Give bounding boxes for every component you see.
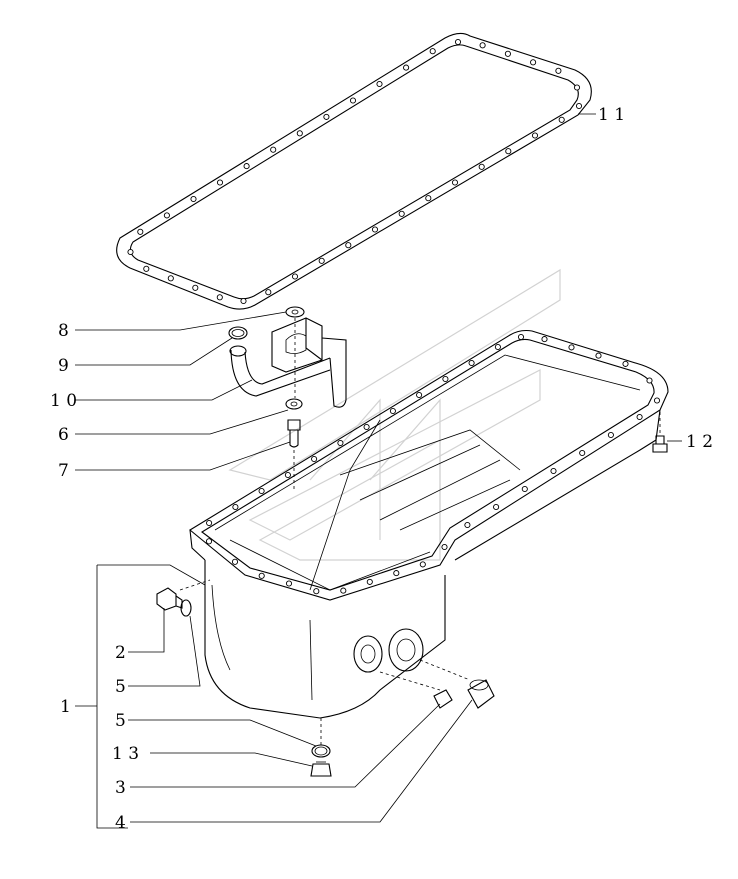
bolt-hole bbox=[478, 163, 485, 170]
bolt-hole bbox=[284, 471, 291, 479]
bolt-hole bbox=[389, 407, 396, 415]
bolt-hole bbox=[258, 572, 265, 579]
bolt-hole bbox=[393, 570, 400, 577]
bolt-hole bbox=[285, 580, 293, 587]
bolt-hole bbox=[568, 344, 575, 351]
bolt-hole bbox=[311, 455, 318, 463]
bolt-hole bbox=[531, 132, 539, 139]
bolt-hole bbox=[653, 397, 661, 404]
bolt-hole bbox=[622, 360, 629, 367]
bolt-hole bbox=[403, 64, 410, 71]
bolt-hole bbox=[323, 113, 330, 120]
bolt-hole bbox=[441, 543, 448, 551]
callout-12: 1 2 bbox=[686, 432, 713, 452]
bolt-hole bbox=[479, 42, 486, 49]
bolt-hole bbox=[340, 587, 347, 594]
bolt-hole bbox=[190, 195, 197, 203]
bolt-hole bbox=[137, 228, 144, 235]
suction-pipe bbox=[229, 317, 347, 408]
bolt-hole bbox=[425, 195, 432, 202]
bolt-hole bbox=[573, 84, 581, 91]
sump-gasket bbox=[116, 32, 592, 310]
assembly-lines bbox=[179, 318, 661, 745]
bolt-hole bbox=[442, 375, 449, 383]
bolt-hole bbox=[192, 284, 199, 291]
bolt-hole bbox=[558, 116, 565, 123]
bolt-hole bbox=[504, 50, 511, 57]
bolt-hole bbox=[205, 538, 213, 545]
bolt-hole bbox=[555, 67, 562, 74]
bolt-hole bbox=[291, 273, 299, 280]
bolt-hole bbox=[232, 503, 239, 511]
bolt-hole bbox=[366, 578, 373, 585]
bolt-hole bbox=[240, 297, 247, 305]
callout-5b: 5 bbox=[115, 711, 126, 731]
bolt-hole bbox=[493, 503, 500, 511]
bolt-hole bbox=[363, 423, 370, 431]
bolt-hole bbox=[296, 130, 303, 137]
leader-lines bbox=[75, 113, 682, 829]
watermark-logo bbox=[228, 268, 561, 561]
bolt-hole bbox=[265, 289, 272, 296]
bolt-hole bbox=[517, 333, 525, 341]
bolt-hole bbox=[416, 391, 423, 399]
bolt-hole bbox=[398, 210, 405, 217]
oil-pan bbox=[189, 329, 669, 719]
bolt-hole bbox=[521, 485, 528, 493]
bolt-hole bbox=[337, 439, 344, 447]
bolt-hole bbox=[636, 413, 643, 421]
bolt-hole bbox=[646, 377, 653, 384]
bolt-hole bbox=[318, 257, 325, 264]
callout-labels: 8 9 1 0 6 7 1 1 1 2 2 5 1 5 1 3 3 4 bbox=[50, 105, 713, 833]
bolt-hole bbox=[530, 59, 537, 66]
callout-1: 1 bbox=[60, 697, 71, 717]
bolt-hole bbox=[550, 467, 557, 475]
bolt-hole bbox=[607, 431, 614, 439]
bolt-hole bbox=[371, 226, 379, 233]
bolt-hole bbox=[127, 248, 134, 256]
bolt-hole bbox=[494, 343, 501, 351]
callout-11: 1 1 bbox=[598, 105, 625, 125]
callout-3: 3 bbox=[115, 778, 126, 798]
pan-bolt-holes bbox=[205, 333, 661, 595]
callout-2: 2 bbox=[115, 643, 126, 663]
bolt-hole bbox=[216, 294, 223, 301]
callout-9: 9 bbox=[58, 356, 69, 376]
bolt-hole bbox=[419, 561, 426, 568]
bolt-hole bbox=[349, 97, 357, 104]
bolt-hole bbox=[270, 146, 277, 153]
bolt-hole bbox=[505, 148, 512, 155]
bolt-hole bbox=[579, 449, 586, 457]
bolt-hole bbox=[243, 163, 250, 170]
bolt-hole bbox=[231, 558, 239, 565]
bolt-hole bbox=[313, 588, 320, 595]
bolt-hole bbox=[206, 519, 213, 527]
callout-8: 8 bbox=[58, 321, 69, 341]
callout-7: 7 bbox=[58, 461, 69, 481]
bolt-hole bbox=[454, 38, 462, 46]
bolt-hole bbox=[143, 265, 150, 272]
bolt-hole bbox=[163, 212, 170, 219]
bolt-hole bbox=[429, 48, 436, 55]
callout-6: 6 bbox=[58, 425, 69, 445]
callout-13: 1 3 bbox=[112, 744, 139, 764]
gasket-bolt-holes bbox=[127, 38, 583, 305]
bolt-hole bbox=[541, 336, 548, 343]
bolt-hole bbox=[216, 179, 224, 186]
bolt-hole bbox=[167, 275, 174, 282]
bolt-hole bbox=[345, 242, 352, 249]
bolt-hole bbox=[468, 359, 475, 367]
bolt-hole bbox=[258, 487, 265, 495]
callout-10: 1 0 bbox=[50, 391, 77, 411]
callout-4: 4 bbox=[115, 813, 126, 833]
bolt-hole bbox=[575, 102, 583, 110]
callout-5a: 5 bbox=[115, 677, 126, 697]
bolt-hole bbox=[595, 352, 602, 359]
bolt-hole bbox=[464, 521, 471, 529]
bolt-hole bbox=[451, 179, 459, 186]
bolt-hole bbox=[376, 80, 383, 88]
